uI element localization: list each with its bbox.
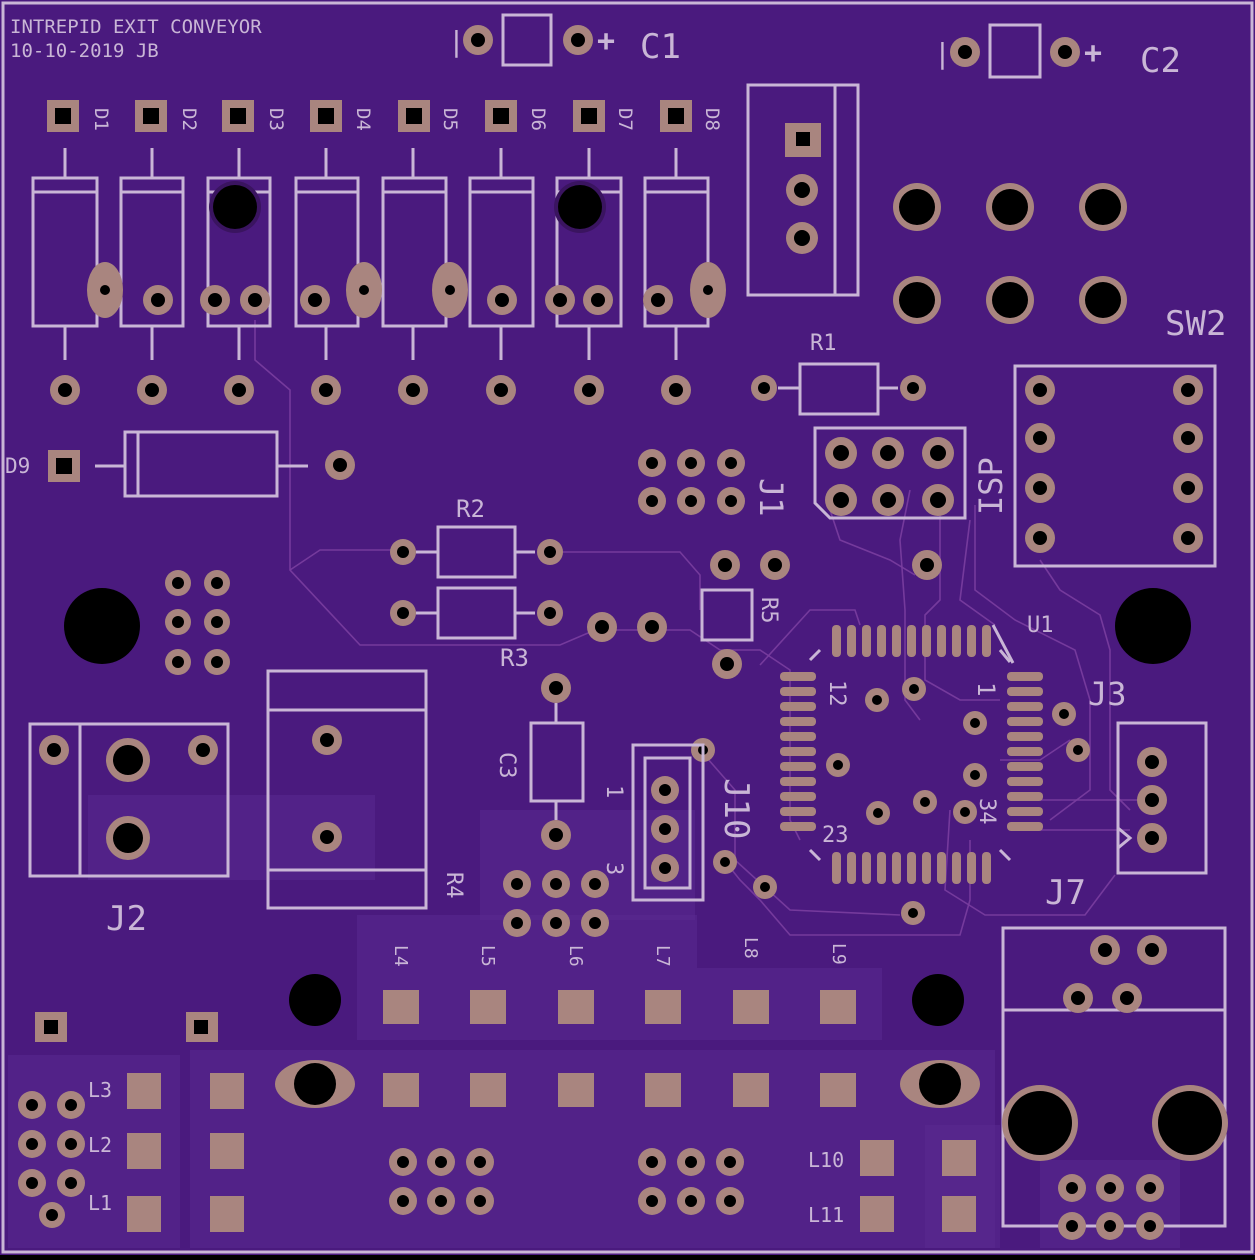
header-2x3-center [503, 870, 609, 937]
svg-text:D2: D2 [178, 108, 200, 131]
svg-text:C3: C3 [494, 752, 519, 779]
c1-label: C1 [640, 27, 681, 67]
svg-text:1: 1 [601, 785, 626, 798]
svg-text:L8: L8 [740, 937, 761, 959]
diode-d6: D6 [468, 100, 549, 405]
svg-text:D6: D6 [527, 108, 549, 131]
svg-text:23: 23 [822, 823, 849, 848]
j7-label: J7 [1045, 873, 1086, 913]
resistor-r3: R3 [390, 586, 563, 672]
svg-text:L5: L5 [477, 945, 498, 967]
svg-text:D1: D1 [90, 108, 112, 131]
capacitor-c3: C3 [494, 673, 585, 850]
svg-text:D4: D4 [352, 108, 374, 131]
svg-text:+: + [1084, 36, 1102, 71]
diode-d2: D2 [119, 100, 200, 405]
svg-text:R2: R2 [456, 495, 485, 523]
svg-text:L1: L1 [88, 1191, 112, 1215]
svg-text:D8: D8 [701, 108, 723, 131]
resistor-r1: R1 [751, 331, 926, 416]
svg-text:34: 34 [974, 798, 999, 825]
j2-label: J2 [106, 899, 147, 939]
svg-text:D7: D7 [614, 108, 636, 131]
svg-text:L9: L9 [828, 943, 849, 965]
led-row-right: L10 L11 [808, 1140, 976, 1232]
svg-text:L2: L2 [88, 1133, 112, 1157]
diode-d4: D4 [294, 100, 374, 405]
svg-text:R4: R4 [441, 872, 466, 899]
sw2-label: SW2 [1165, 304, 1226, 344]
diode-array: D1 D2 D3 D4 D5 D6 D7 D8 [31, 100, 723, 405]
svg-text:L11: L11 [808, 1203, 844, 1227]
connector-j7: J7 [1001, 873, 1228, 1240]
isp-label: ISP [972, 457, 1010, 515]
board-date: 10-10-2019 JB [10, 40, 159, 62]
led-row-left: L3 L2 L1 [18, 1012, 244, 1232]
u1-label: U1 [1027, 613, 1054, 638]
capacitor-c2: | + C2 [934, 23, 1181, 81]
bottom-headers [389, 1148, 744, 1215]
resistor-r2: R2 [390, 495, 563, 579]
dip8-socket [1013, 364, 1217, 568]
svg-text:R1: R1 [810, 331, 837, 356]
connector-j2: J2 [28, 722, 230, 939]
diode-d9: D9 [5, 430, 355, 498]
svg-text:|: | [934, 37, 951, 70]
svg-text:D9: D9 [5, 454, 30, 478]
diode-d1: D1 [31, 100, 112, 405]
isp-header: ISP [813, 426, 1010, 520]
svg-text:3: 3 [601, 862, 626, 875]
resistor-r5: R5 [700, 550, 942, 679]
j1-label: J1 [752, 478, 790, 517]
diode-body-pads [87, 181, 726, 318]
resistor-r4: R4 [266, 669, 466, 910]
svg-text:|: | [448, 25, 465, 58]
j3-label: J3 [1088, 675, 1127, 713]
svg-text:L3: L3 [88, 1078, 112, 1102]
header-j1: J1 [638, 449, 790, 517]
svg-text:D3: D3 [265, 108, 287, 131]
switch-sw2-holes: SW2 [893, 183, 1226, 344]
svg-text:1: 1 [972, 682, 1000, 696]
connector-j3: J3 [1088, 675, 1208, 875]
svg-text:+: + [597, 24, 615, 59]
svg-text:L7: L7 [652, 945, 673, 967]
svg-text:R5: R5 [756, 597, 781, 624]
mounting-holes [64, 588, 1191, 664]
misc-pads-mid [587, 612, 667, 642]
svg-text:L10: L10 [808, 1148, 844, 1172]
header-3pin-top [746, 83, 860, 297]
j10-label: J10 [716, 778, 756, 839]
svg-text:L6: L6 [565, 945, 586, 967]
capacitor-c1: | + C1 [448, 13, 681, 67]
c2-label: C2 [1140, 41, 1181, 81]
bottom-holes [275, 974, 980, 1108]
svg-text:D5: D5 [439, 108, 461, 131]
led-row-top: L4 L5 L6 L7 L8 L9 [383, 937, 856, 1107]
header-2x3-left [165, 570, 230, 675]
diode-d8: D8 [643, 100, 723, 405]
svg-text:12: 12 [824, 680, 849, 707]
chip-u1: U1 12 1 23 34 [691, 613, 1090, 925]
diode-d5: D5 [381, 100, 461, 405]
svg-text:R3: R3 [500, 644, 529, 672]
connector-j10: 1 3 J10 [601, 743, 756, 902]
board-title: INTREPID EXIT CONVEYOR [10, 16, 262, 38]
svg-text:L4: L4 [390, 945, 411, 967]
